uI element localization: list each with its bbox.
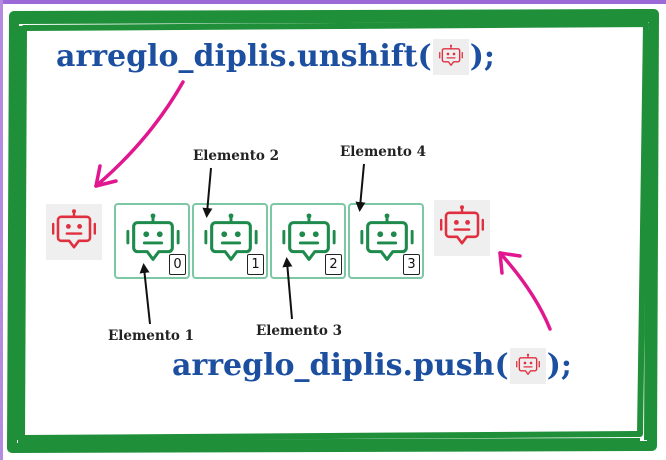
unshift-code-suffix: );: [469, 38, 495, 74]
index-badge: 1: [247, 254, 264, 275]
label-elemento-1: Elemento 1: [108, 328, 195, 344]
push-code-suffix: );: [546, 347, 572, 383]
top-border-strip: [0, 0, 666, 4]
robot-icon: [509, 348, 546, 384]
label-elemento-4: Elemento 4: [340, 144, 427, 160]
push-robot-icon: [434, 200, 490, 256]
push-code-line: arreglo_diplis.push();: [172, 347, 572, 384]
left-border-strip: [0, 0, 3, 460]
index-badge: 2: [325, 254, 342, 275]
index-badge: 0: [169, 254, 186, 275]
unshift-robot-icon: [46, 204, 102, 260]
array-cell-1: 1: [192, 203, 268, 279]
array-cell-3: 3: [348, 203, 424, 279]
label-elemento-3: Elemento 3: [256, 323, 343, 339]
array-cell-2: 2: [270, 203, 346, 279]
array-cell-0: 0: [114, 203, 190, 279]
unshift-code-prefix: arreglo_diplis.unshift(: [56, 38, 432, 74]
unshift-code-line: arreglo_diplis.unshift();: [56, 38, 495, 75]
index-badge: 3: [403, 254, 420, 275]
push-code-prefix: arreglo_diplis.push(: [172, 347, 509, 383]
label-elemento-2: Elemento 2: [193, 148, 280, 164]
robot-icon: [432, 39, 469, 75]
